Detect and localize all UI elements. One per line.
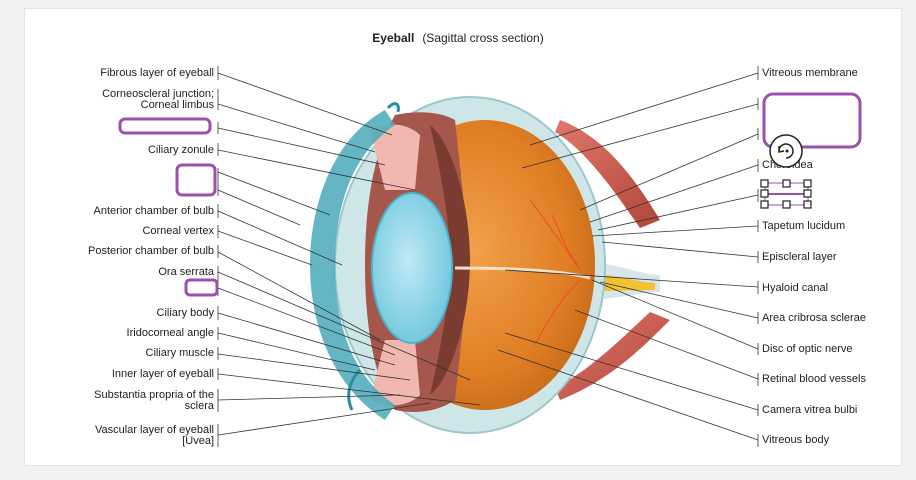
label-corneal-limbus: Corneal limbus (140, 99, 214, 111)
label-tapetum-lucidum: Tapetum lucidum (762, 220, 846, 232)
label-corneal-vertex: Corneal vertex (142, 225, 214, 237)
label-retinal-vessels: Retinal blood vessels (762, 373, 866, 385)
label-optic-disc: Disc of optic nerve (762, 343, 853, 355)
right-leader-lines (497, 66, 759, 447)
label-hyaloid-canal: Hyaloid canal (762, 282, 829, 294)
label-sclera: sclera (184, 400, 214, 412)
label-inner-layer: Inner layer of eyeball (111, 368, 214, 380)
label-uvea: [Uvea] (182, 435, 214, 447)
label-posterior-chamber: Posterior chamber of bulb (88, 245, 214, 257)
annotation-box-2[interactable] (175, 163, 217, 197)
label-ciliary-body: Ciliary body (156, 307, 214, 319)
left-leader-lines (217, 66, 481, 447)
label-vitreous-membrane: Vitreous membrane (762, 67, 858, 79)
title-sub: (Sagittal cross section) (422, 31, 544, 45)
optic-nerve (590, 274, 655, 291)
annotation-box-4[interactable] (762, 92, 862, 149)
retinal-vessels (529, 199, 581, 346)
hyaloid-canal (454, 266, 591, 280)
iris-lower (370, 340, 420, 406)
label-corneoscleral-junction: Corneoscleral junction; (102, 88, 214, 100)
cornea (310, 110, 395, 420)
label-fibrous-layer: Fibrous layer of eyeball (100, 67, 214, 79)
label-vascular-layer: Vascular layer of eyeball (94, 424, 214, 436)
corneal-edge-top (386, 102, 400, 113)
lens (371, 192, 453, 344)
label-camera-vitrea: Camera vitrea bulbi (762, 404, 858, 416)
annotation-box-3[interactable] (184, 278, 219, 297)
inferior-muscle (555, 312, 670, 400)
label-anterior-chamber: Anterior chamber of bulb (93, 205, 214, 217)
diagram-title: Eyeball (Sagittal cross section) (0, 31, 916, 45)
superior-muscle (555, 120, 660, 228)
annotation-boxes (118, 92, 862, 297)
rotate-icon[interactable] (769, 134, 803, 168)
label-ciliary-zonule: Ciliary zonule (147, 144, 214, 156)
title-main: Eyeball (372, 31, 415, 45)
iris-upper (370, 124, 420, 190)
annotation-box-1[interactable] (118, 117, 212, 135)
label-episcleral-layer: Episcleral layer (762, 251, 837, 263)
label-vitreous-body: Vitreous body (762, 434, 830, 446)
label-substantia-propria: Substantia propria of the (94, 389, 214, 401)
resize-handles-icon[interactable] (760, 179, 812, 209)
label-ciliary-muscle: Ciliary muscle (145, 347, 214, 359)
label-area-cribrosa: Area cribrosa sclerae (762, 312, 866, 324)
label-ora-serrata: Ora serrata (158, 266, 214, 278)
label-iridocorneal-angle: Iridocorneal angle (126, 327, 214, 339)
